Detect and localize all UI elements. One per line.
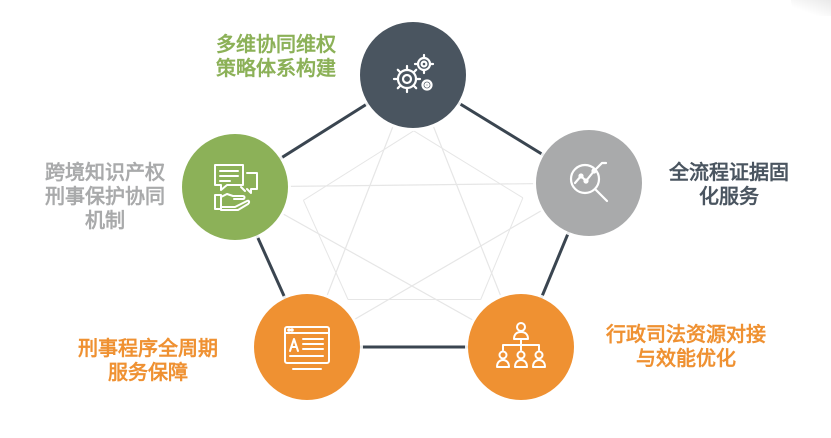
label-criminal-procedure: 刑事程序全周期 服务保障 [58, 336, 238, 384]
label-strategy-line-1: 多维协同维权 [216, 32, 336, 56]
magnifier-chart-icon [569, 161, 609, 203]
label-criminal-procedure-line-1: 刑事程序全周期 [78, 336, 218, 360]
star-edge [234, 186, 522, 348]
node-strategy [360, 22, 466, 128]
star-edge [234, 182, 590, 188]
star-edge [306, 182, 590, 348]
label-cross-border: 跨境知识产权 刑事保护协同 机制 [30, 160, 180, 232]
label-cross-border-line-3: 机制 [85, 208, 125, 232]
inner-pentagon-edge [303, 130, 415, 201]
label-resources-line-1: 行政司法资源对接 [606, 322, 766, 346]
org-chart-icon [496, 322, 546, 368]
chat-handshake-icon [214, 164, 258, 211]
gears-icon [392, 53, 435, 94]
label-evidence-line-2: 化服务 [699, 184, 759, 208]
node-evidence [536, 130, 642, 236]
label-strategy: 多维协同维权 策略体系构建 [196, 32, 356, 80]
label-cross-border-line-1: 跨境知识产权 [45, 160, 165, 184]
inner-pentagon-edge [413, 130, 524, 199]
document-icon [284, 326, 330, 370]
node-criminal-procedure [254, 294, 360, 400]
label-evidence-line-1: 全流程证据固 [669, 160, 789, 184]
label-resources-line-2: 与效能优化 [636, 346, 736, 370]
inner-pentagon-edge [480, 197, 524, 300]
page-curl-decoration [791, 0, 831, 16]
node-resources [468, 294, 574, 400]
node-cross-border [182, 134, 288, 240]
inner-pentagon-edge [302, 200, 349, 300]
label-strategy-line-2: 策略体系构建 [216, 56, 336, 80]
label-evidence: 全流程证据固 化服务 [654, 160, 804, 208]
label-resources: 行政司法资源对接 与效能优化 [586, 322, 786, 370]
label-cross-border-line-2: 刑事保护协同 [45, 184, 165, 208]
label-criminal-procedure-line-2: 服务保障 [108, 360, 188, 384]
